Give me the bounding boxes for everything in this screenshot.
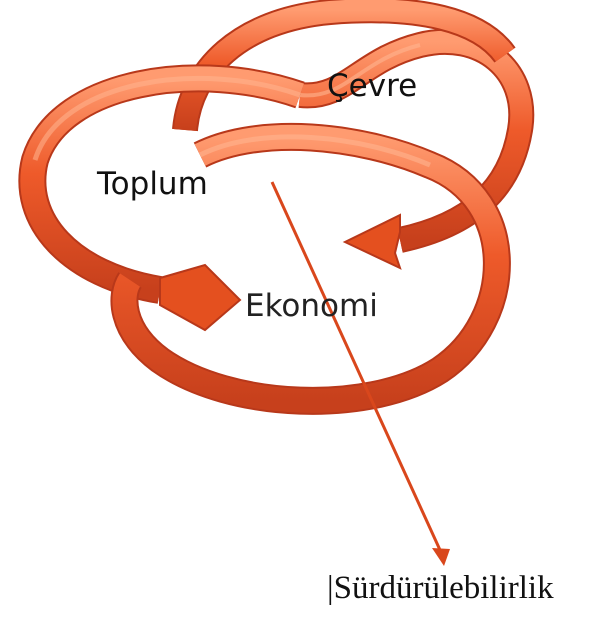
toplum-ring: [18, 64, 305, 332]
cevre-label: Çevre: [327, 68, 418, 104]
ekonomi-label: Ekonomi: [245, 288, 378, 324]
toplum-label: Toplum: [97, 166, 208, 202]
cevre-arrowhead: [342, 213, 402, 270]
ekonomi-ring: [110, 122, 511, 415]
pointer-arrowhead: [432, 548, 450, 566]
sustainability-pointer: [270, 181, 450, 566]
pointer-line: [270, 181, 442, 551]
toplum-arrowhead: [159, 263, 242, 332]
surdurulebilirlik-label: |Sürdürülebilirlik: [327, 570, 554, 606]
